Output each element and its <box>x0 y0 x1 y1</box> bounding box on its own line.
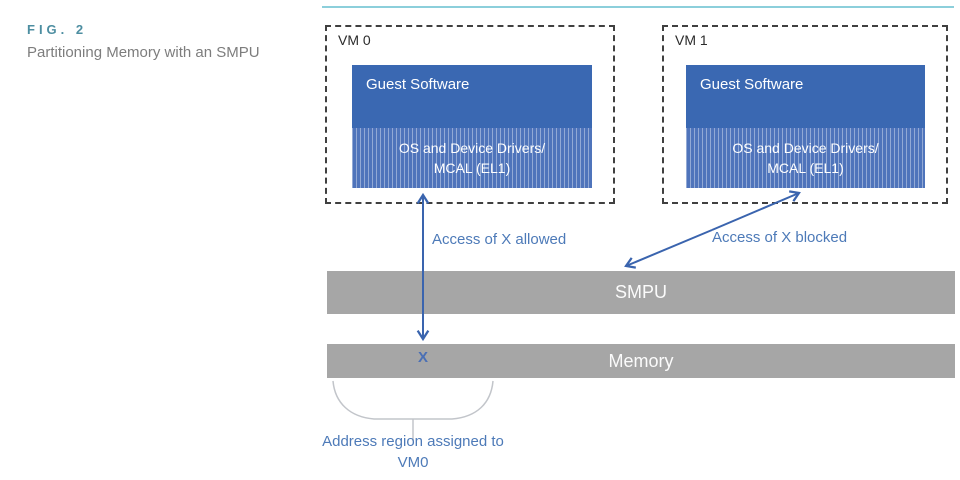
smpu-bar: SMPU <box>327 271 955 314</box>
vm1-os-drivers-box: OS and Device Drivers/ MCAL (EL1) <box>686 128 925 188</box>
vm0-guest-software-label: Guest Software <box>366 76 470 93</box>
memory-bar-label: Memory <box>608 351 674 371</box>
address-region-line1: Address region assigned to <box>322 433 504 450</box>
figure-label: FIG. 2 <box>27 22 88 37</box>
vm1-label: VM 1 <box>675 32 708 48</box>
address-region-label: Address region assigned to VM0 <box>273 431 553 473</box>
vm0-guest-software-box: Guest Software OS and Device Drivers/ MC… <box>352 65 592 188</box>
access-allowed-label: Access of X allowed <box>432 231 567 248</box>
vm0-box: VM 0 Guest Software OS and Device Driver… <box>325 25 615 204</box>
vm1-box: VM 1 Guest Software OS and Device Driver… <box>662 25 948 204</box>
vm1-os-line1: OS and Device Drivers/ <box>732 140 879 156</box>
top-accent-line <box>322 6 954 8</box>
vm1-os-line2: MCAL (EL1) <box>767 160 844 176</box>
memory-bar: Memory <box>327 344 955 378</box>
access-blocked-label: Access of X blocked <box>712 229 848 246</box>
vm1-guest-software-box: Guest Software OS and Device Drivers/ MC… <box>686 65 925 188</box>
figure-title: Partitioning Memory with an SMPU <box>27 44 260 61</box>
address-region-line2: VM0 <box>397 454 429 471</box>
vm0-label: VM 0 <box>338 32 371 48</box>
vm0-os-line1: OS and Device Drivers/ <box>398 140 546 156</box>
smpu-bar-label: SMPU <box>614 282 667 302</box>
vm1-guest-software-label: Guest Software <box>700 76 804 93</box>
memory-region-x-label: X <box>417 349 428 366</box>
vm0-os-line2: MCAL (EL1) <box>433 160 511 176</box>
vm0-os-drivers-box: OS and Device Drivers/ MCAL (EL1) <box>352 128 592 188</box>
